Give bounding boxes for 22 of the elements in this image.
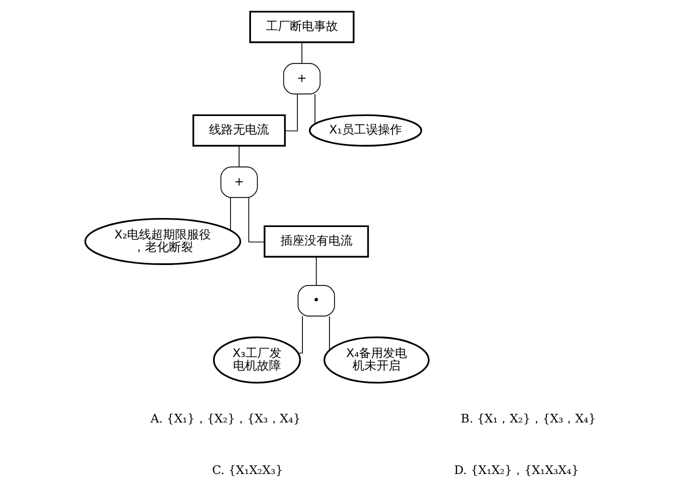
node-box: 工厂断电事故 bbox=[248, 10, 354, 44]
connector bbox=[238, 146, 240, 168]
label: A. {X₁}，{X₂}，{X₃，X₄} bbox=[150, 411, 300, 426]
connector bbox=[284, 94, 298, 132]
connector bbox=[315, 256, 316, 286]
node-box: 插座没有电流 bbox=[263, 225, 368, 258]
node-box: + bbox=[220, 166, 258, 198]
label: B. {X₁，X₂}，{X₃，X₄} bbox=[460, 411, 596, 426]
connector bbox=[328, 316, 330, 351]
label: D. {X₁X₂}，{X₁X₃X₄} bbox=[454, 463, 578, 478]
node-ellipse: X₂电线超期限服役，老化断裂 bbox=[84, 218, 241, 265]
label: C. {X₁X₂X₃} bbox=[212, 463, 283, 478]
node-box: • bbox=[297, 285, 334, 316]
connector bbox=[248, 197, 264, 242]
connector bbox=[297, 316, 302, 354]
node-ellipse: X₁员工误操作 bbox=[308, 114, 422, 147]
node-box: 线路无电流 bbox=[192, 114, 286, 147]
connector bbox=[300, 42, 302, 64]
connector bbox=[314, 94, 315, 124]
node-ellipse: X₃工厂发电机故障 bbox=[212, 336, 300, 384]
node-ellipse: X₄备用发电机未开启 bbox=[322, 336, 430, 384]
node-box: + bbox=[282, 63, 320, 94]
